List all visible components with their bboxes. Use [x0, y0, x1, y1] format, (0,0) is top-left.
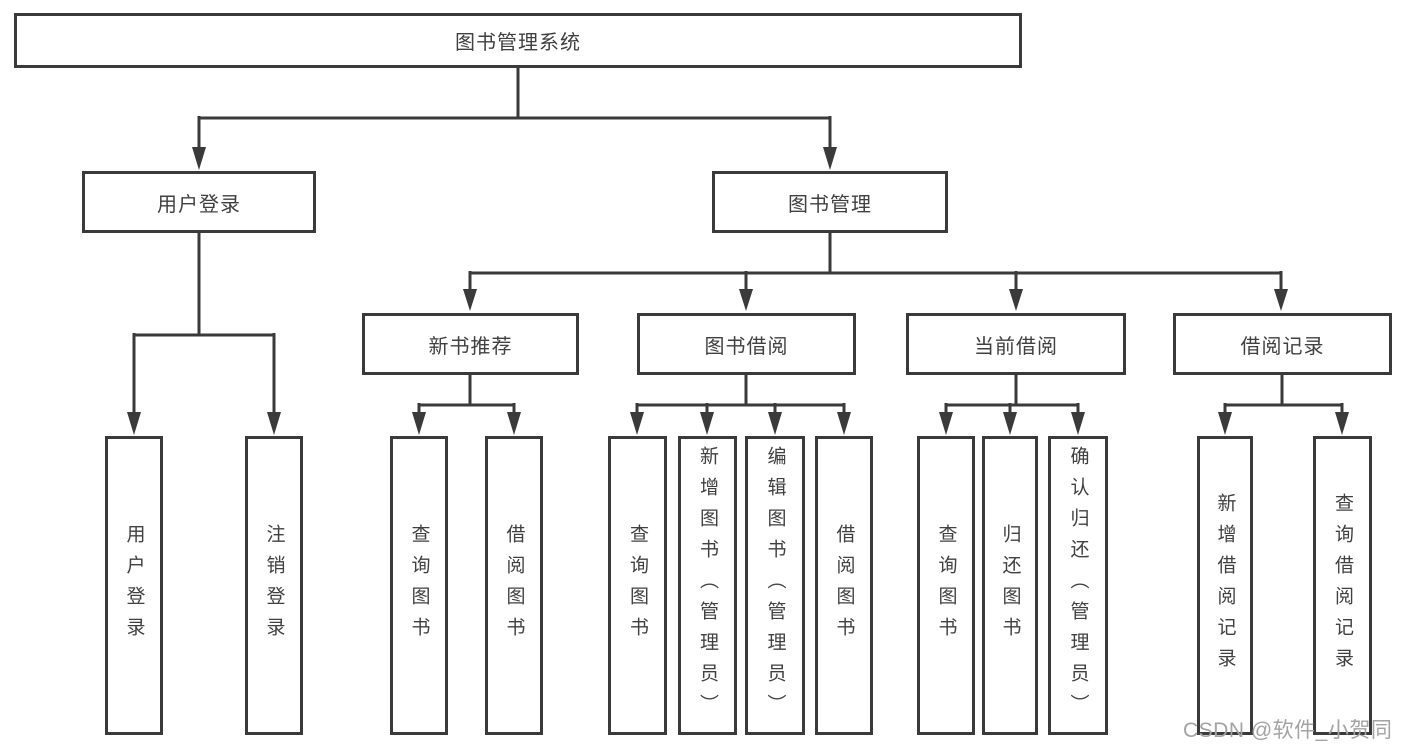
leaf-edit-book-admin: 编辑图书（管理员）	[745, 436, 805, 735]
leaf-add-book-admin: 新增图书（管理员）	[678, 436, 737, 735]
leaf-newbook-borrow-book: 借阅图书	[485, 436, 543, 735]
arrowhead-icons	[127, 147, 1349, 435]
node-book-borrow: 图书借阅	[637, 313, 856, 375]
leaf-return-book: 归还图书	[982, 436, 1038, 735]
leaf-current-query-book: 查询图书	[917, 436, 975, 735]
leaf-confirm-return-admin: 确认归还（管理员）	[1048, 436, 1108, 735]
node-user-login: 用户登录	[82, 171, 316, 233]
leaf-add-borrow-record: 新增借阅记录	[1197, 436, 1253, 735]
node-book-management: 图书管理	[712, 171, 948, 233]
leaf-newbook-query-book: 查询图书	[390, 436, 448, 735]
watermark: CSDN @软件_小贺同学	[1183, 719, 1393, 742]
node-root: 图书管理系统	[14, 13, 1022, 68]
leaf-borrow-book: 借阅图书	[815, 436, 873, 735]
node-current-borrow: 当前借阅	[906, 313, 1126, 375]
leaf-borrow-query-book: 查询图书	[608, 436, 667, 735]
node-new-book-recommend: 新书推荐	[362, 313, 579, 375]
leaf-logout: 注销登录	[245, 436, 303, 735]
leaf-query-borrow-record: 查询借阅记录	[1313, 436, 1372, 735]
node-borrow-record: 借阅记录	[1173, 313, 1392, 375]
leaf-user-login: 用户登录	[105, 436, 163, 735]
